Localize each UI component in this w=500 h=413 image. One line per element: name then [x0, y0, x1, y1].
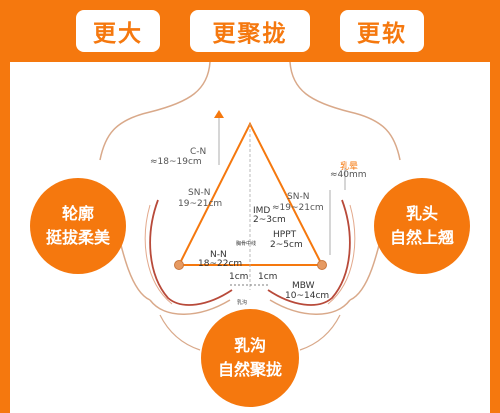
cn-label: C-N — [190, 147, 206, 157]
left-breast-fold — [149, 199, 233, 306]
left-nipple — [174, 260, 184, 270]
nn-value: 18~22cm — [198, 259, 242, 269]
callout-cleavage: 乳沟 自然聚拢 — [201, 309, 299, 407]
cleavage-dist-right: 1cm — [258, 272, 277, 282]
sn-left-label: SN-N — [188, 188, 210, 198]
right-nipple — [317, 260, 327, 270]
callout-contour: 轮廓 挺拔柔美 — [30, 178, 126, 274]
imd-label: IMD — [253, 206, 270, 216]
nn-label: N-N — [210, 250, 227, 260]
sn-right-label: SN-N — [287, 192, 309, 202]
imd-value: 2~3cm — [253, 215, 286, 225]
mbw-label: MBW — [292, 281, 315, 291]
sn-right-value: ≈19~21cm — [272, 203, 324, 213]
pill-bigger: 更大 — [76, 10, 160, 52]
right-breast-underline — [269, 299, 351, 315]
callout-contour-line1: 轮廓 — [61, 204, 94, 223]
callout-nipple: 乳头 自然上翘 — [374, 178, 470, 274]
left-breast-shadow — [144, 204, 173, 305]
mbw-value: 10~14cm — [285, 291, 329, 301]
areola-label: 乳晕 — [340, 160, 358, 172]
left-lower-line — [159, 314, 201, 351]
right-breast-shadow — [327, 204, 356, 305]
left-shoulder-line — [99, 61, 211, 161]
hppt-value: 2~5cm — [270, 240, 303, 250]
pill-more-gathered: 更聚拢 — [190, 10, 310, 52]
areola-value: ≈40mm — [330, 170, 367, 180]
callout-contour-line2: 挺拔柔美 — [45, 228, 110, 247]
center-point-label: 胸骨中线 — [236, 240, 256, 247]
right-breast-fold — [267, 199, 351, 306]
callout-cleavage-line2: 自然聚拢 — [217, 360, 282, 379]
pill-softer: 更软 — [340, 10, 424, 52]
clavicle-arrow-icon — [214, 110, 224, 118]
callout-nipple-line2: 自然上翘 — [389, 228, 454, 247]
cleavage-dist-left: 1cm — [229, 272, 248, 282]
callout-cleavage-line1: 乳沟 — [233, 336, 266, 355]
left-breast-underline — [149, 299, 231, 315]
right-lower-line — [299, 314, 341, 351]
cn-value: ≈18~19cm — [150, 157, 202, 167]
hppt-label: HPPT — [273, 230, 297, 240]
callout-nipple-line1: 乳头 — [405, 204, 438, 223]
sn-left-value: 19~21cm — [178, 199, 222, 209]
right-shoulder-line — [289, 61, 401, 161]
cleavage-small-label: 乳沟 — [237, 299, 247, 306]
